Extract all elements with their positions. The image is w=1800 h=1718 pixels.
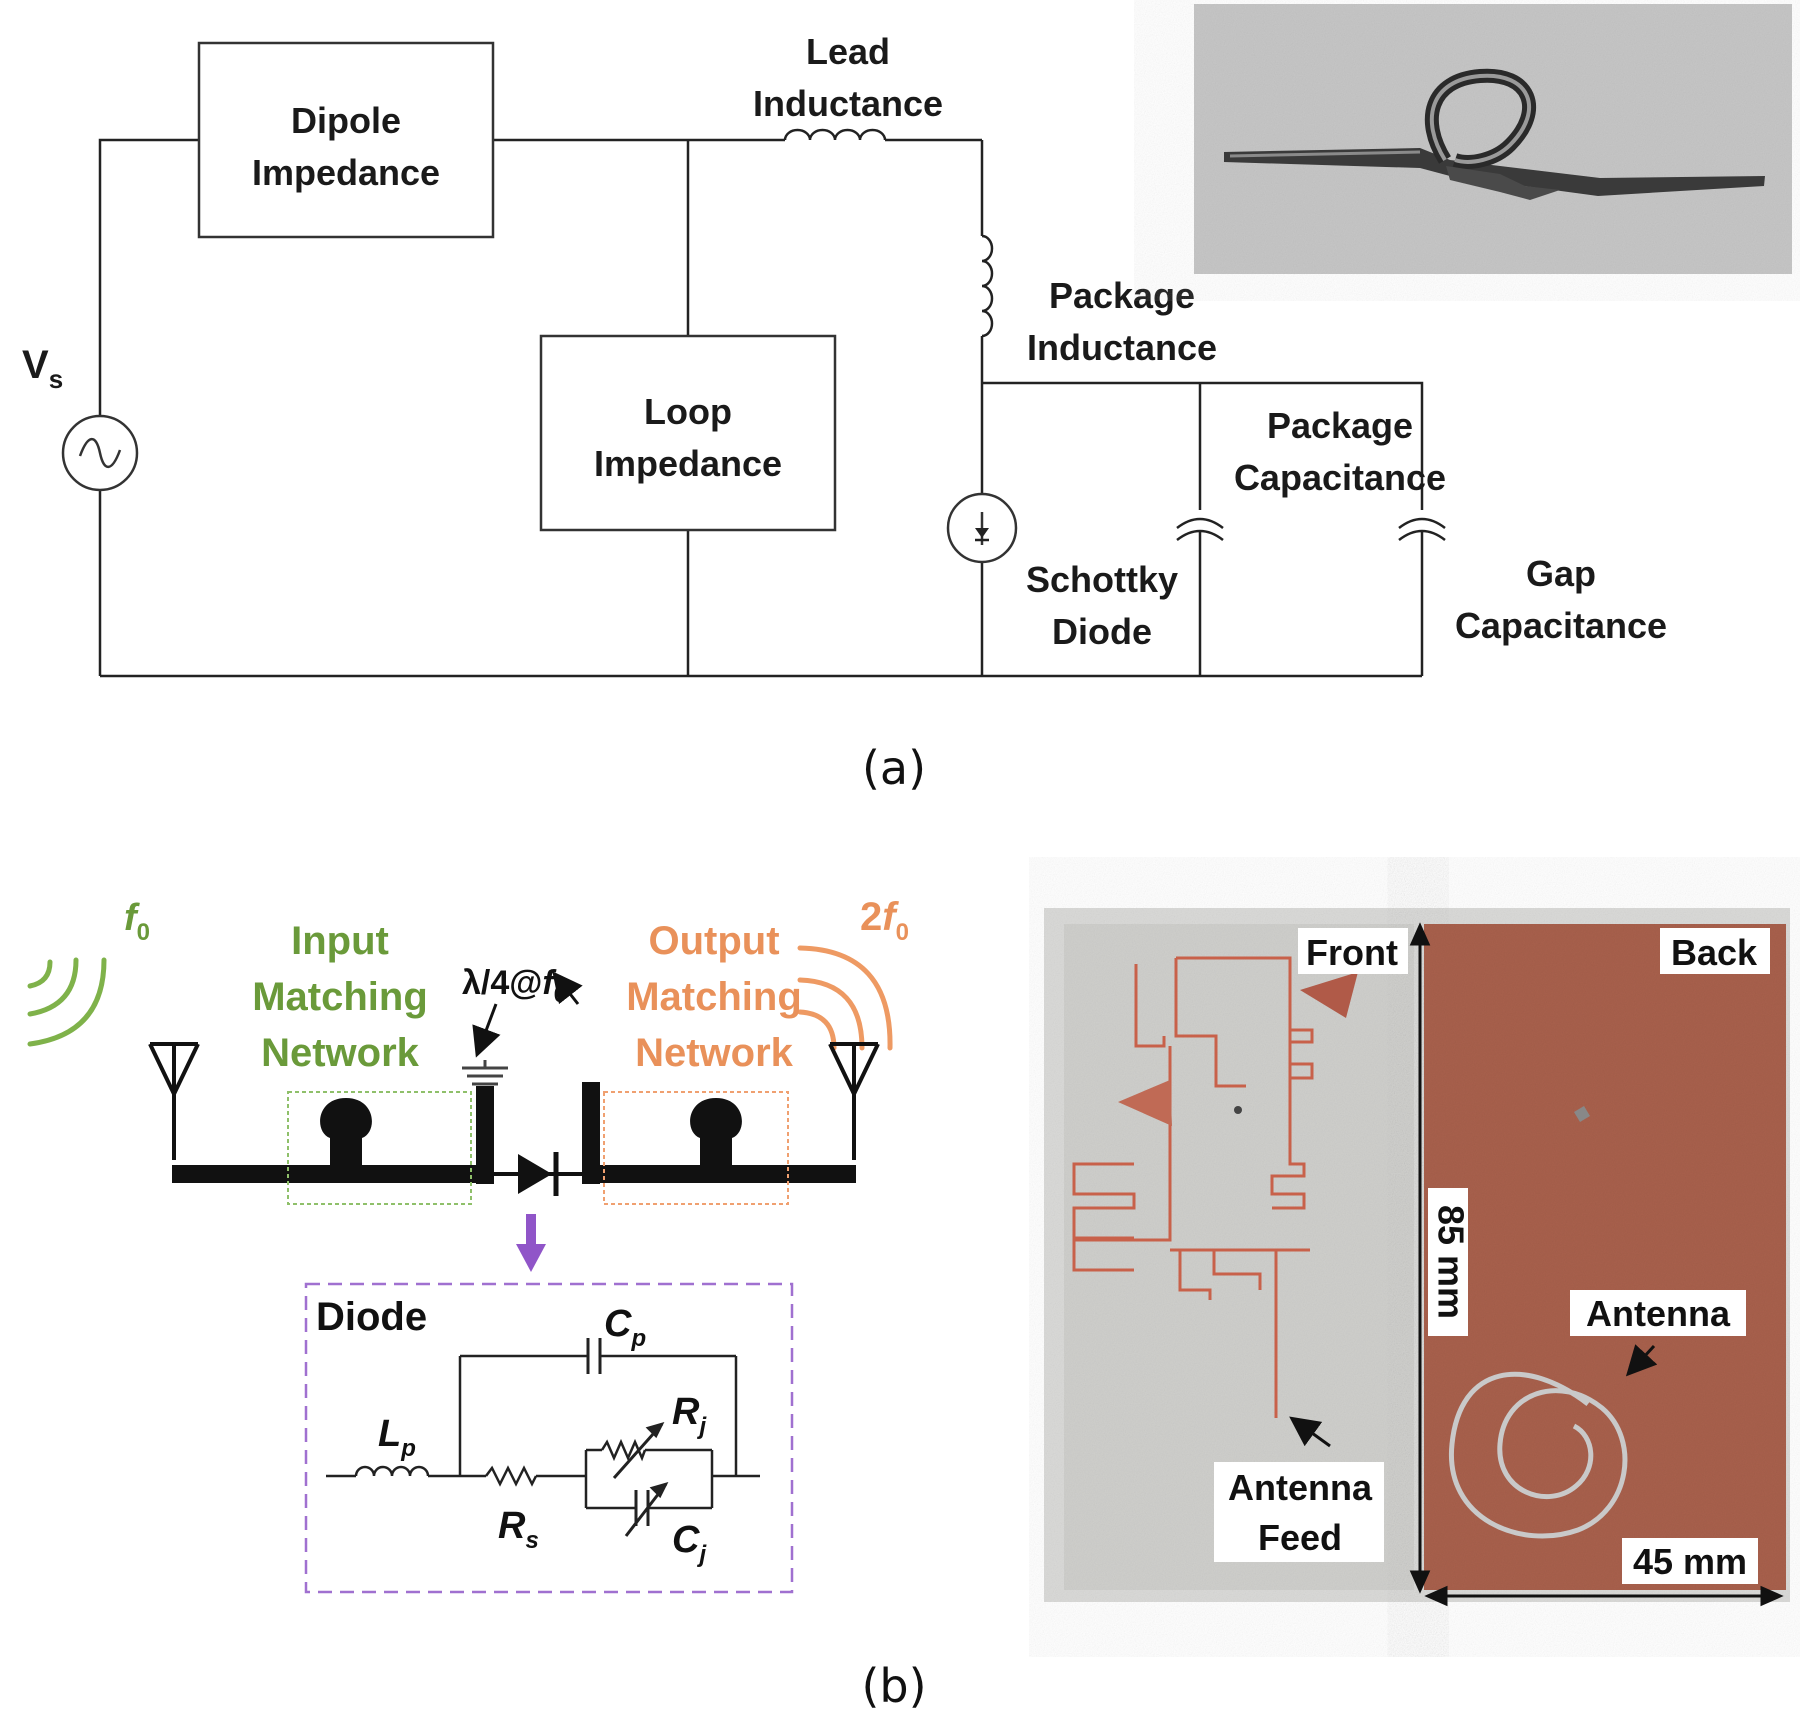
spiral-antenna: [1449, 1371, 1628, 1539]
lp-label: Lp: [378, 1413, 416, 1462]
gap-capacitor-icon: [1398, 517, 1446, 541]
input-antenna-icon: [148, 1042, 200, 1160]
output-radial-stub-icon: [690, 1098, 742, 1166]
input-net-box: [287, 1091, 472, 1205]
antenna-feed-arrow: [1289, 1416, 1331, 1448]
package-cap-label-2: Capacitance: [1234, 457, 1446, 498]
lambda-arrow-left: [472, 1003, 501, 1058]
output-net-label-1: Output: [648, 919, 779, 963]
input-net-label-2: Matching: [252, 975, 428, 1019]
ground-icon: [462, 1060, 508, 1086]
package-cap-label-1: Package: [1267, 405, 1413, 446]
loop-impedance-box: [539, 334, 837, 532]
diode-model-box: [304, 1282, 794, 1594]
schottky-label-2: Diode: [1052, 611, 1152, 652]
gap-cap-label-2: Capacitance: [1455, 605, 1667, 646]
antenna-label: Antenna: [1586, 1293, 1731, 1334]
dipole-label-1: Dipole: [291, 100, 401, 141]
lead-inductor-icon: [783, 128, 887, 141]
rj-label: Rj: [672, 1391, 707, 1440]
output-stub: [582, 1082, 600, 1184]
diode-icon: [494, 1152, 582, 1196]
output-wave-icon: [797, 945, 893, 1051]
ac-source-icon: [61, 414, 139, 492]
loop-label-2: Impedance: [594, 443, 782, 484]
package-ind-label-1: Package: [1049, 275, 1195, 316]
antenna-arrow: [1625, 1344, 1658, 1377]
input-radial-stub-icon: [320, 1098, 372, 1166]
rs-label: Rs: [498, 1505, 539, 1554]
output-net-box: [603, 1091, 789, 1205]
height-label: 85 mm: [1430, 1205, 1471, 1319]
output-net-label-3: Network: [635, 1031, 794, 1075]
input-wave-icon: [27, 957, 107, 1047]
f0-label: f0: [124, 897, 150, 946]
lambda-label: λ/4@f0: [462, 964, 566, 1007]
cp-label: Cp: [604, 1303, 646, 1352]
front-patch-top: [1300, 972, 1358, 1018]
source-label: Vs: [22, 343, 63, 394]
antenna-feed-label-2: Feed: [1258, 1517, 1342, 1558]
dipole-impedance-box: [197, 41, 495, 239]
gap-cap-label-1: Gap: [1526, 553, 1596, 594]
input-line: [172, 1165, 492, 1183]
input-net-label-3: Network: [261, 1031, 420, 1075]
diode-detail-arrow-icon: [516, 1214, 546, 1272]
cj-label: Cj: [672, 1519, 707, 1568]
loop-antenna-photo: [1194, 4, 1792, 274]
schottky-label-1: Schottky: [1026, 559, 1178, 600]
panel-b: f0 2f0 Input Matching Network Output Mat…: [27, 895, 1790, 1713]
circuit-wires: [98, 138, 1424, 678]
input-net-label-1: Input: [291, 919, 389, 963]
height-dimension: [1409, 922, 1431, 1594]
package-ind-label-2: Inductance: [1027, 327, 1217, 368]
width-label: 45 mm: [1633, 1541, 1747, 1582]
pcb-photo: Front Back 85 mm 45 mm Antenna: [1044, 908, 1790, 1607]
schottky-diode-icon: [946, 492, 1018, 564]
caption-a: (a): [862, 741, 926, 795]
pcb-front-traces: [1072, 956, 1314, 1418]
lead-label-1: Lead: [806, 31, 890, 72]
2f0-label: 2f0: [860, 895, 909, 946]
front-patch-left: [1118, 1080, 1172, 1126]
output-line: [584, 1165, 856, 1183]
lead-label-2: Inductance: [753, 83, 943, 124]
dipole-label-2: Impedance: [252, 152, 440, 193]
output-net-label-2: Matching: [626, 975, 802, 1019]
loop-label-1: Loop: [644, 391, 732, 432]
back-via: [1574, 1106, 1590, 1122]
diode-equivalent-circuit: [326, 1338, 760, 1537]
width-dimension: [1424, 1585, 1784, 1607]
package-inductor-icon: [981, 234, 994, 338]
caption-b: (b): [861, 1659, 926, 1713]
output-antenna-icon: [828, 1042, 880, 1160]
front-label: Front: [1306, 932, 1398, 973]
diode-title: Diode: [316, 1295, 427, 1339]
back-label: Back: [1671, 932, 1758, 973]
panel-a: Vs Dipole Impedance Loop Impedance Lead …: [22, 4, 1792, 795]
package-capacitor-icon: [1176, 517, 1224, 541]
antenna-feed-label-1: Antenna: [1228, 1467, 1373, 1508]
lambda-arrow-right: [552, 971, 583, 1005]
input-stub: [476, 1086, 494, 1184]
